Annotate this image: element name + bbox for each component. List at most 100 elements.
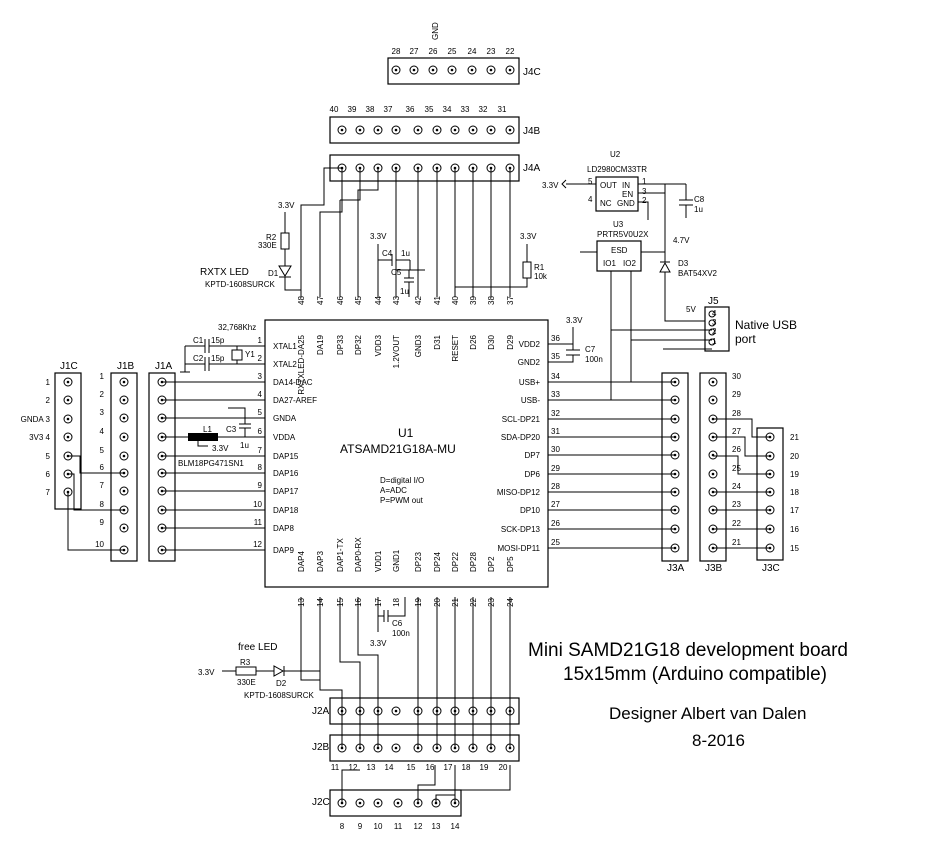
j1b-pin-label: 7 — [100, 481, 105, 490]
j4c-pad-dot — [412, 68, 416, 72]
c8-value: 1u — [694, 205, 703, 214]
j1c-pad-dot — [66, 398, 70, 402]
j3b-pin-label: 22 — [732, 519, 741, 528]
u1-left-pin-name: XTAL2 — [273, 360, 297, 369]
c3-ref: C3 — [226, 425, 237, 434]
j3c-pin-label: 20 — [790, 452, 799, 461]
y1-value: 32,768Khz — [218, 323, 256, 332]
u1-left-pin-num: 9 — [258, 481, 263, 490]
j4b-pad-dot — [508, 128, 512, 132]
u1-legend-2: A=ADC — [380, 486, 407, 495]
free-led: free LED 3.3V R3 330E D2 KPTD-1608SURCK — [198, 642, 320, 700]
j1c-pad-dot — [66, 380, 70, 384]
j4c-pin-label: 28 — [392, 47, 401, 56]
u1-left-pin-name: DA14-DAC — [273, 378, 313, 387]
u2-num-1: 1 — [642, 177, 647, 186]
u1-right-pin-name: SCK-DP13 — [501, 525, 541, 534]
rail-47: 4.7V — [673, 236, 690, 245]
c1-ref: C1 — [193, 336, 204, 345]
j4b-pad-dot — [376, 128, 380, 132]
j2b-pad-dot — [394, 746, 398, 750]
u1-right-pin-num: 32 — [551, 409, 560, 418]
u1-right-pin-name: SCL-DP21 — [502, 415, 541, 424]
u1-right-pin-name: GND2 — [518, 358, 541, 367]
j1b-pad-dot — [122, 435, 126, 439]
u1-bottom-pin-name: DAP4 — [297, 551, 306, 572]
j2b-pin-label: 14 — [385, 763, 394, 772]
j1c-pin-label: 1 — [46, 378, 51, 387]
u1-top-pin-name: RXTXLED-DA25 — [297, 334, 306, 394]
j4c-pad-dot — [431, 68, 435, 72]
j1b-pad-dot — [122, 454, 126, 458]
j4b-ref: J4B — [523, 126, 541, 137]
u1-left-pin-num: 6 — [258, 427, 263, 436]
j3b-pin-label: 21 — [732, 538, 741, 547]
u3-io1: IO1 — [603, 259, 616, 268]
r1-value: 10k — [534, 272, 548, 281]
u1-right-pin-num: 28 — [551, 482, 560, 491]
j4b-pad-dot — [416, 128, 420, 132]
u1-bottom-pin-num: 18 — [392, 597, 401, 606]
u1-bottom-pin-name: DAP3 — [316, 551, 325, 572]
j4b-pad-dot — [358, 128, 362, 132]
j2c-pin-label: 13 — [432, 822, 441, 831]
u1-left-pins: 1XTAL12XTAL23DA14-DAC4DA27-AREF5GNDA6VDD… — [253, 336, 317, 555]
rxtx-led: 3.3V R2 330E RXTX LED D1 KPTD-1608SURCK — [200, 201, 301, 291]
u1-top-pin-num: 43 — [392, 296, 401, 305]
u2-part: LD2980CM33TR — [587, 165, 647, 174]
j4b-pin-label: 37 — [384, 105, 393, 114]
j1b-pin-label: 1 — [100, 372, 105, 381]
j4c-pad-dot — [508, 68, 512, 72]
r3-ref: R3 — [240, 658, 251, 667]
j1b-pin-label: 4 — [100, 427, 105, 436]
u1-top-pin-num: 47 — [316, 296, 325, 305]
u1-top-pin-name: DP33 — [336, 334, 345, 355]
u1-top-pin-num: 39 — [469, 296, 478, 305]
d3-value: BAT54XV2 — [678, 269, 718, 278]
u1-left-pin-name: XTAL1 — [273, 342, 297, 351]
j1b-pin-label: 10 — [95, 540, 104, 549]
title-block: Mini SAMD21G18 development board 15x15mm… — [528, 640, 848, 750]
j1c-pin-label: 7 — [46, 488, 51, 497]
u1-right-pin-name: USB- — [521, 396, 540, 405]
u1-bottom-pin-name: DAP1-TX — [336, 538, 345, 572]
j1b-pin-label: 6 — [100, 463, 105, 472]
u1-chip: U1 ATSAMD21G18A-MU D=digital I/O A=ADC P… — [253, 296, 560, 607]
rail-33-r2: 3.3V — [278, 201, 295, 210]
j2c-pin-label: 11 — [394, 822, 403, 831]
u1-top-pin-num: 44 — [374, 296, 383, 305]
u1-left-pin-num: 7 — [258, 446, 263, 455]
u1-right-pin-name: VDD2 — [519, 340, 541, 349]
u1-right-pins: 36VDD235GND234USB+33USB-32SCL-DP2131SDA-… — [497, 334, 561, 553]
u2-regulator: U2 LD2980CM33TR OUT IN EN NC GND 5 1 3 4… — [542, 150, 718, 322]
j4b-pin-label: 38 — [366, 105, 375, 114]
u2-pin-in: IN — [622, 181, 630, 190]
j5-pin-label: 2 — [712, 327, 717, 336]
j3c-pin-label: 15 — [790, 544, 799, 553]
rail-33-r3: 3.3V — [198, 668, 215, 677]
u1-left-pin-name: VDDA — [273, 433, 296, 442]
j2b-pin-label: 17 — [444, 763, 453, 772]
u1-left-pin-num: 11 — [254, 518, 263, 527]
j1c-pad-dot — [66, 435, 70, 439]
j5-ref: J5 — [708, 296, 719, 307]
j5-pad — [708, 319, 716, 327]
u1-right-pin-name: MOSI-DP11 — [497, 544, 540, 553]
j4b-pin-label: 32 — [479, 105, 488, 114]
j5-vlabel: 5V — [686, 305, 696, 314]
u1-top-pin-num: 37 — [506, 296, 515, 305]
u1-top-pin-num: 41 — [433, 296, 442, 305]
j2c-ref: J2C — [312, 797, 330, 808]
u2-pin-nc: NC — [600, 199, 612, 208]
u1-top-pin-name: D31 — [433, 334, 442, 349]
j4c-pad-dot — [450, 68, 454, 72]
u1-left-pin-num: 3 — [258, 372, 263, 381]
j3b-pin-label: 23 — [732, 500, 741, 509]
j2c-pad-dot — [358, 801, 362, 805]
u1-bottom-pin-name: VDD1 — [374, 550, 383, 572]
